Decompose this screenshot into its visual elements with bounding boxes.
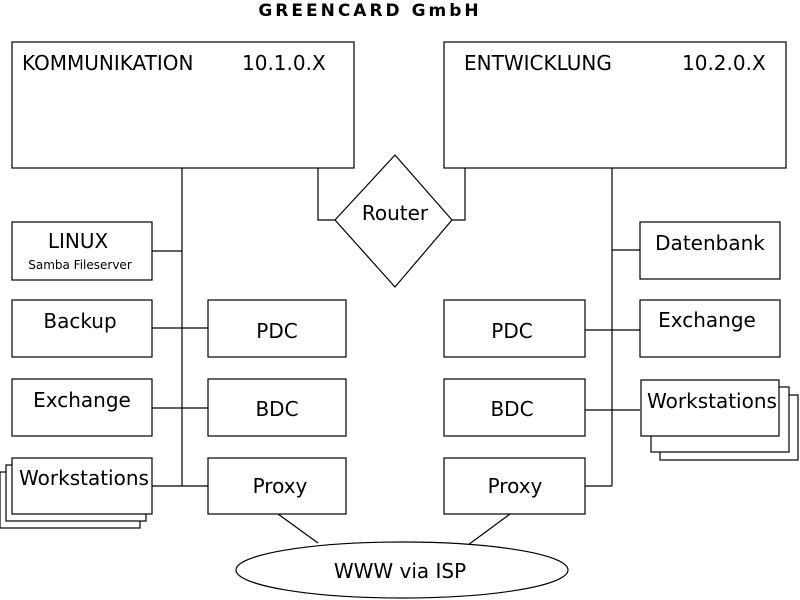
node-label: Workstations	[19, 466, 149, 490]
node-label: Exchange	[33, 388, 131, 412]
network-entwicklung: ENTWICKLUNG 10.2.0.X	[443, 41, 787, 169]
node-workstations-right: Workstations	[640, 379, 799, 461]
node-label: Proxy	[253, 474, 308, 498]
node-bdc-left: BDC	[207, 378, 347, 437]
router-label: Router	[362, 201, 429, 225]
node-label: PDC	[256, 319, 297, 343]
connections	[152, 168, 640, 546]
node-label: Datenbank	[655, 231, 765, 255]
internet-node: WWW via ISP	[235, 541, 569, 599]
node-backup: Backup	[11, 299, 153, 358]
node-sublabel: Samba Fileserver	[28, 258, 132, 272]
node-bdc-right: BDC	[443, 378, 586, 437]
node-label: BDC	[255, 397, 298, 421]
router-node: Router	[334, 154, 453, 288]
link-proxy-left-www	[277, 513, 319, 544]
node-label: Exchange	[658, 308, 756, 332]
node-label: BDC	[490, 397, 533, 421]
link-proxy-right-www	[467, 513, 511, 546]
node-linux: LINUX Samba Fileserver	[11, 221, 153, 281]
network-name: ENTWICKLUNG	[464, 51, 612, 75]
link-router-right	[452, 168, 466, 221]
node-exchange-right: Exchange	[639, 299, 781, 358]
node-proxy-left: Proxy	[207, 457, 347, 515]
node-label: LINUX	[48, 229, 109, 253]
node-pdc-right: PDC	[443, 299, 586, 358]
network-name: KOMMUNIKATION	[22, 51, 193, 75]
diagram-title: GREENCARD GmbH	[258, 1, 481, 21]
internet-label: WWW via ISP	[334, 559, 466, 583]
node-pdc-left: PDC	[207, 299, 347, 358]
node-label: Backup	[43, 309, 116, 333]
node-proxy-right: Proxy	[443, 457, 586, 515]
network-kommunikation: KOMMUNIKATION 10.1.0.X	[11, 41, 355, 169]
network-subnet: 10.2.0.X	[682, 51, 766, 75]
node-label: Proxy	[488, 474, 543, 498]
node-label: Workstations	[647, 389, 777, 413]
link-router-left	[317, 168, 335, 221]
node-datenbank: Datenbank	[639, 221, 781, 280]
node-workstations-left: Workstations	[0, 457, 153, 529]
network-subnet: 10.1.0.X	[242, 51, 326, 75]
node-label: PDC	[491, 319, 532, 343]
node-exchange-left: Exchange	[11, 378, 153, 437]
